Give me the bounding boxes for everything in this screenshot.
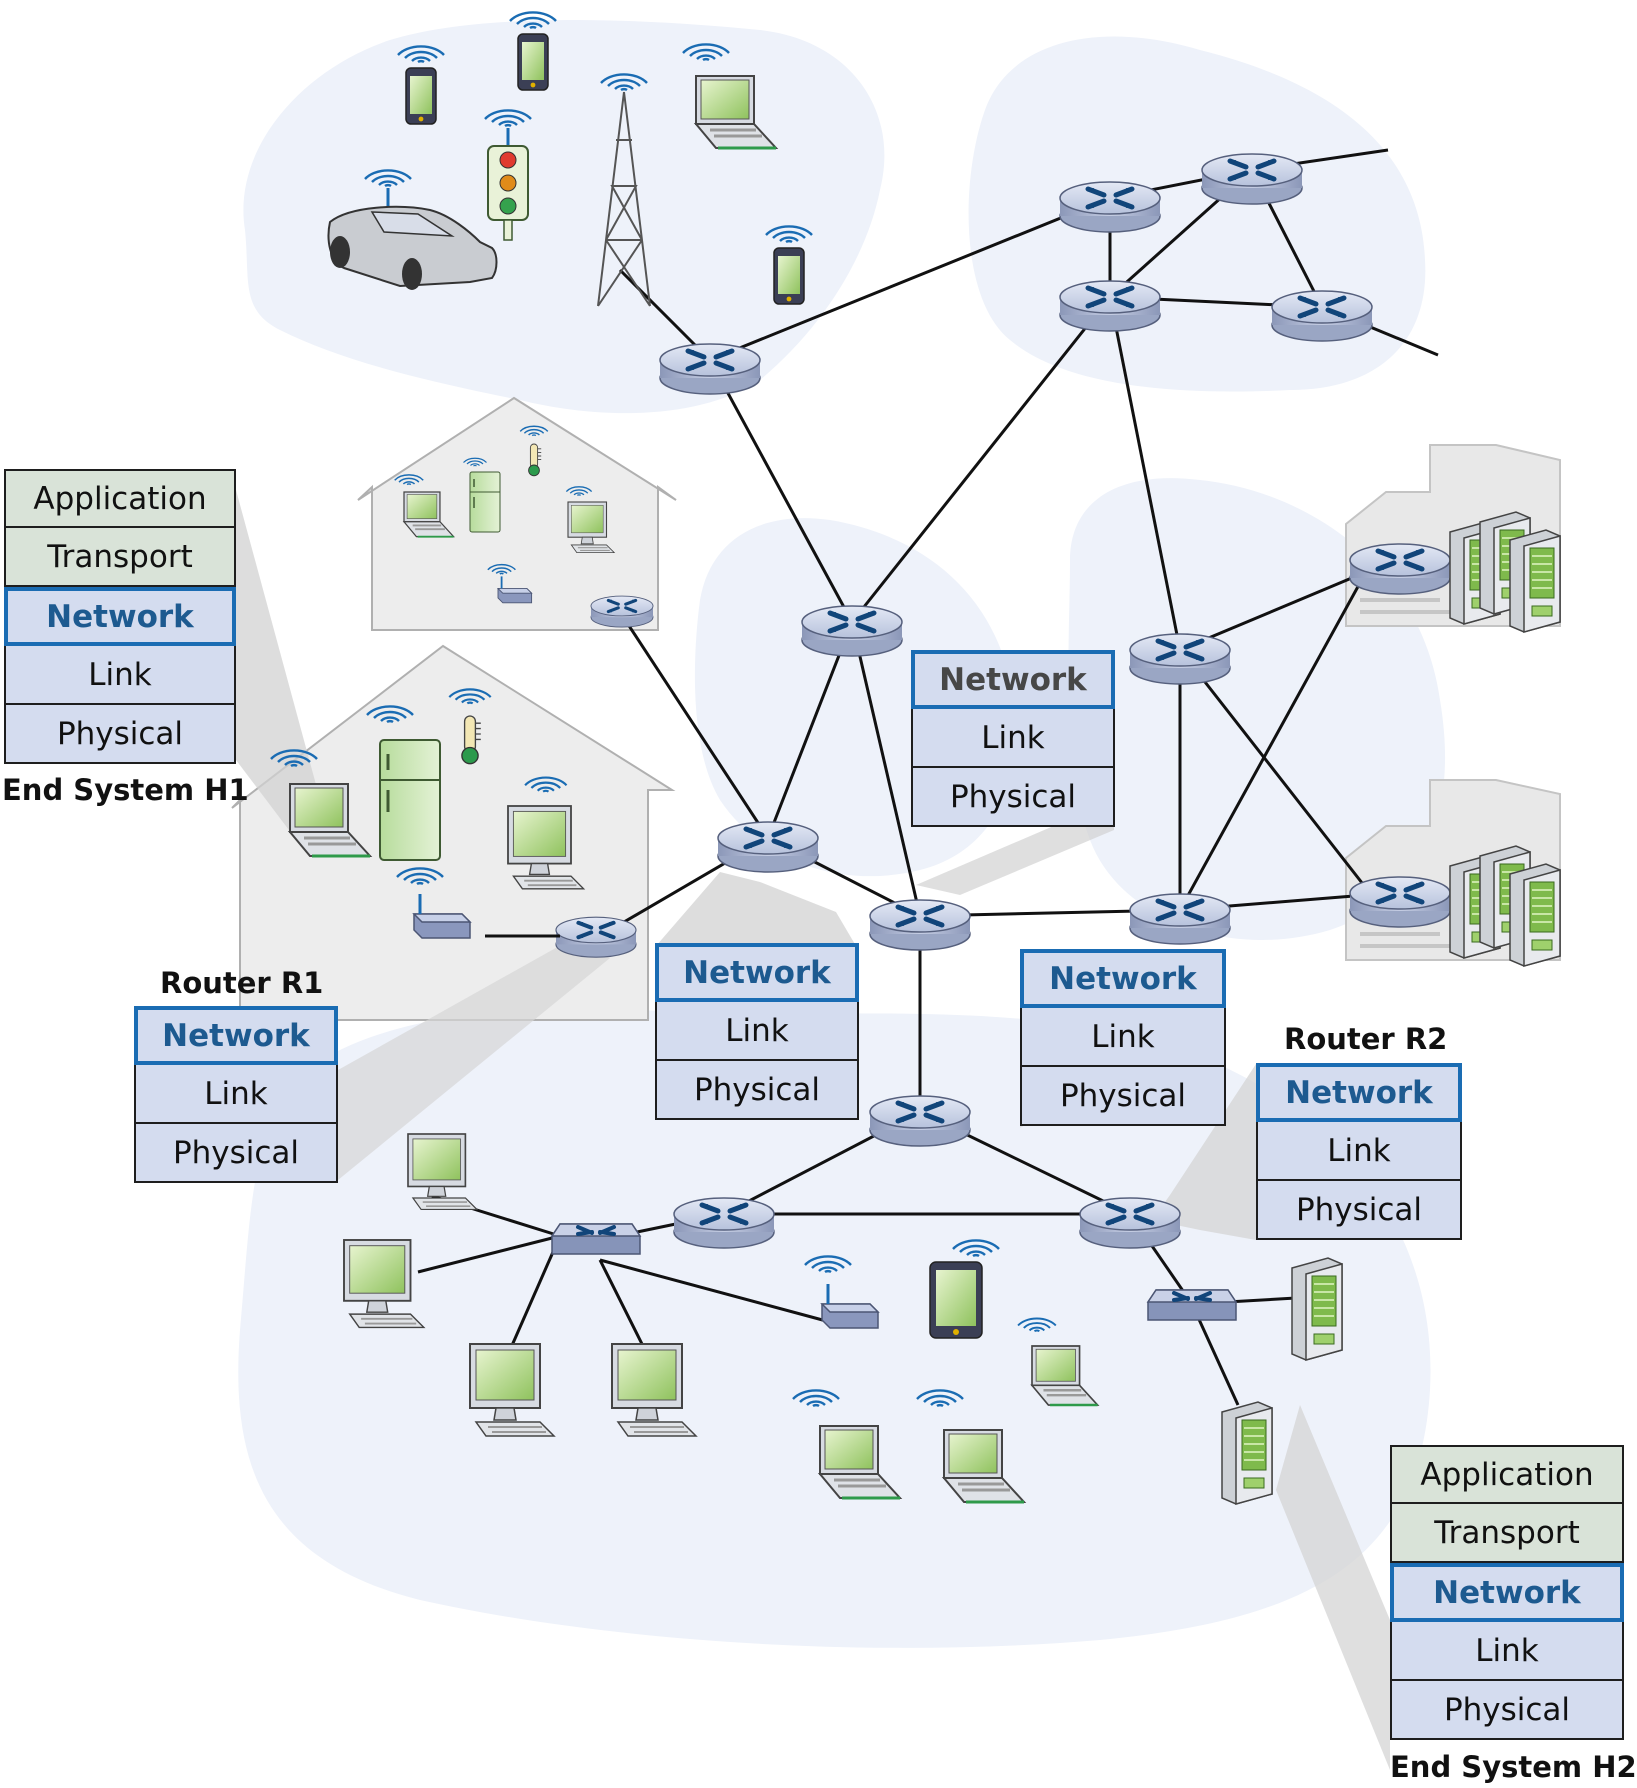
switch-icon <box>550 1222 642 1256</box>
router-r1-label: Router R1 <box>160 966 324 1000</box>
tablet-icon <box>929 1239 1001 1339</box>
network-layer: Network <box>911 650 1115 709</box>
physical-layer: Physical <box>655 1061 859 1120</box>
router-icon <box>1202 154 1302 204</box>
router-icon <box>1080 1198 1180 1248</box>
network-layer: Network <box>134 1006 338 1065</box>
link <box>1108 296 1182 651</box>
network-layer: Network <box>1256 1063 1462 1122</box>
end-system-h2-label: End System H2 <box>1390 1750 1637 1784</box>
physical-layer: Physical <box>911 768 1115 827</box>
router-icon <box>1130 894 1230 944</box>
router-r2-stack: Network Link Physical <box>1256 1063 1462 1240</box>
network-layer: Network <box>1020 949 1226 1008</box>
switch-icon <box>1146 1288 1238 1322</box>
car-icon <box>327 169 498 290</box>
end-system-h1-label: End System H1 <box>2 773 249 807</box>
network-layer: Network <box>655 943 859 1002</box>
link <box>599 1258 831 1324</box>
lower-house-devices <box>269 688 585 940</box>
router-icon <box>718 822 818 872</box>
path-router-b-stack: Network Link Physical <box>911 650 1115 827</box>
link <box>598 1259 647 1351</box>
link <box>850 296 1112 623</box>
link-layer: Link <box>655 1002 859 1061</box>
physical-layer: Physical <box>4 705 236 764</box>
router-icon <box>589 594 655 629</box>
link-layer: Link <box>1256 1122 1462 1181</box>
transport-layer: Transport <box>4 528 236 587</box>
server-icon <box>1221 1401 1273 1505</box>
traffic-light-icon <box>483 109 533 241</box>
end-system-h1-stack: Application Transport Network Link Physi… <box>4 469 236 764</box>
mobile-devices <box>327 11 814 307</box>
router-icon <box>674 1198 774 1248</box>
network-layer: Network <box>1390 1563 1624 1622</box>
router-icon <box>660 344 760 394</box>
enterprise-devices <box>343 1133 1343 1505</box>
physical-layer: Physical <box>1256 1181 1462 1240</box>
callout-shadows <box>236 490 1390 1770</box>
link <box>417 1234 561 1274</box>
router-r2-label: Router R2 <box>1284 1022 1448 1056</box>
application-layer: Application <box>1390 1445 1624 1504</box>
link <box>850 621 922 917</box>
link <box>709 196 1111 362</box>
physical-layer: Physical <box>134 1124 338 1183</box>
application-layer: Application <box>4 469 236 528</box>
router-icon <box>870 900 970 950</box>
link <box>618 611 770 839</box>
physical-layer: Physical <box>1390 1681 1624 1740</box>
router-icon <box>1060 281 1160 331</box>
house-icon-upper <box>357 396 677 631</box>
server-icon <box>1509 529 1561 633</box>
server-icon <box>1291 1257 1343 1361</box>
end-system-h2-stack: Application Transport Network Link Physi… <box>1390 1445 1624 1740</box>
cell-tower-icon <box>597 73 651 307</box>
router-icon <box>1130 634 1230 684</box>
link <box>766 621 854 839</box>
router-icon <box>1350 877 1450 927</box>
link-layer: Link <box>1390 1622 1624 1681</box>
router-icon <box>870 1096 970 1146</box>
router-icon <box>1272 291 1372 341</box>
router-icon <box>556 917 636 957</box>
server-icon <box>1509 863 1561 967</box>
router-r1-stack: Network Link Physical <box>134 1006 338 1183</box>
router-icon <box>1350 544 1450 594</box>
link-layer: Link <box>911 709 1115 768</box>
link-layer: Link <box>1020 1008 1226 1067</box>
router-icon <box>802 606 902 656</box>
link <box>508 1235 562 1351</box>
physical-layer: Physical <box>1020 1067 1226 1126</box>
link <box>1178 649 1368 889</box>
router-icon <box>1060 182 1160 232</box>
path-router-a-stack: Network Link Physical <box>655 943 859 1120</box>
transport-layer: Transport <box>1390 1504 1624 1563</box>
link <box>708 359 854 623</box>
link-layer: Link <box>134 1065 338 1124</box>
link <box>1178 571 1368 911</box>
path-router-c-stack: Network Link Physical <box>1020 949 1226 1126</box>
network-layer: Network <box>4 587 236 646</box>
link-layer: Link <box>4 646 236 705</box>
isp-network-cloud <box>968 36 1426 392</box>
link <box>1190 1303 1240 1406</box>
